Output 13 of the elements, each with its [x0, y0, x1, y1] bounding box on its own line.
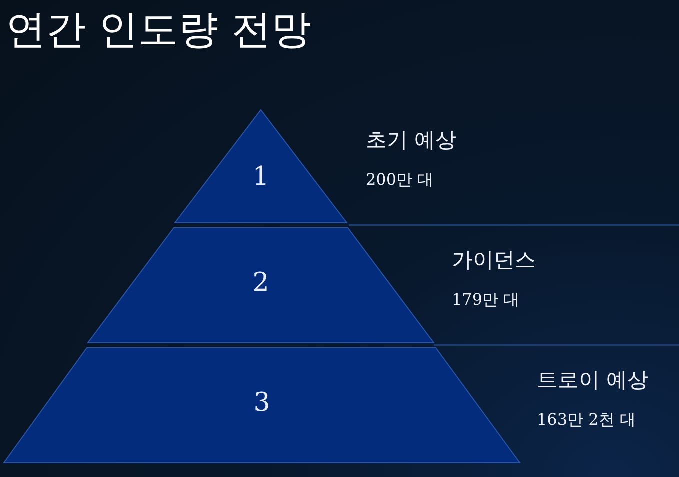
tier-value: 163만 2천 대: [537, 410, 636, 431]
tier-value: 200만 대: [366, 170, 434, 191]
tier-number: 3: [252, 388, 272, 418]
tier-number: 1: [252, 162, 270, 192]
tier-heading: 초기 예상: [366, 127, 457, 154]
pyramid-tier: [4, 348, 520, 463]
title: 연간 인도량 전망: [6, 6, 312, 55]
pyramid-tier: [88, 228, 434, 343]
pyramid-tier: [175, 110, 347, 223]
tier-heading: 가이던스: [452, 247, 536, 274]
tier-value: 179만 대: [452, 290, 520, 311]
tier-number: 2: [252, 268, 270, 298]
tier-heading: 트로이 예상: [537, 367, 649, 394]
